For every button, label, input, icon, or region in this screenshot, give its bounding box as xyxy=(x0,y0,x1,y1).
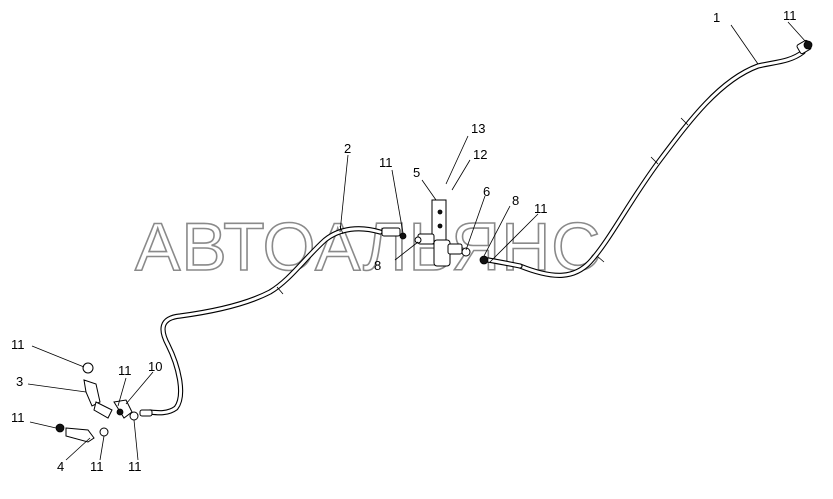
callout-11: 11 xyxy=(11,337,25,352)
watermark-text: АВТОАЛЬЯНС xyxy=(135,209,601,285)
callout-11: 11 xyxy=(783,8,797,23)
callout-8: 8 xyxy=(374,258,381,273)
fittings-bottom-left xyxy=(55,362,153,443)
callout-5: 5 xyxy=(413,165,420,180)
hose-1 xyxy=(517,49,806,278)
elbow-4 xyxy=(65,427,95,443)
callout-10: 10 xyxy=(148,359,162,374)
callout-labels: 1 11 2 11 5 13 12 6 8 11 8 11 3 11 4 11 … xyxy=(11,8,797,474)
callout-8: 8 xyxy=(512,193,519,208)
valve-assembly xyxy=(381,199,489,267)
callout-12: 12 xyxy=(473,147,487,162)
callout-6: 6 xyxy=(483,184,490,199)
fitting-top-right xyxy=(796,39,813,55)
callout-11: 11 xyxy=(11,410,25,425)
callout-11: 11 xyxy=(534,201,548,216)
callout-11: 11 xyxy=(90,459,104,474)
callout-2: 2 xyxy=(344,141,351,156)
hose-2 xyxy=(147,225,383,416)
callout-11: 11 xyxy=(118,363,132,378)
callout-1: 1 xyxy=(713,10,720,25)
callout-11: 11 xyxy=(379,155,393,170)
tee-10 xyxy=(113,399,133,419)
callout-11: 11 xyxy=(128,459,142,474)
callout-3: 3 xyxy=(16,374,23,389)
callout-4: 4 xyxy=(57,459,64,474)
leader-lines xyxy=(27,21,807,461)
callout-13: 13 xyxy=(471,121,485,136)
